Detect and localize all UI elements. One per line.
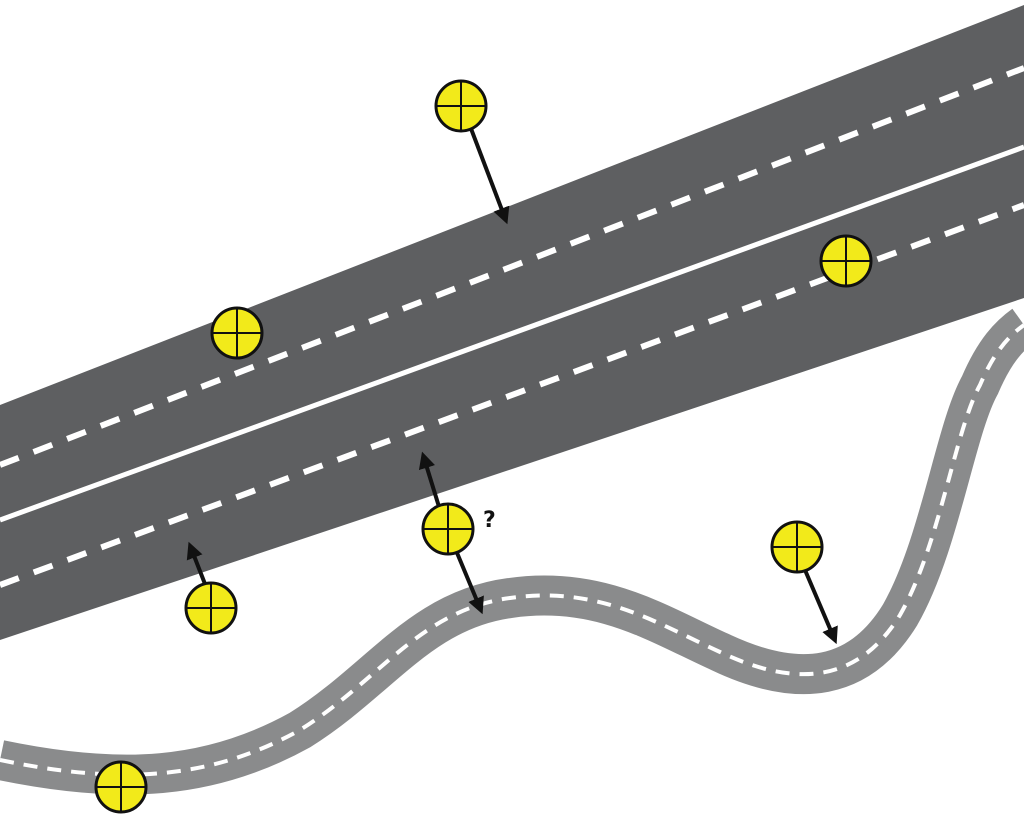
crosshair-circle-icon xyxy=(210,306,264,360)
arrow-icon xyxy=(186,541,207,585)
crosshair-circle-icon xyxy=(819,234,873,288)
crosshair-circle-icon xyxy=(94,760,148,814)
crosshair-circle-icon xyxy=(770,520,824,574)
winding-road xyxy=(0,308,1024,795)
gps-markers xyxy=(94,79,873,814)
uncertain-match-label: ? xyxy=(483,508,496,533)
snap-arrows xyxy=(186,125,838,645)
crosshair-circle-icon xyxy=(434,79,488,133)
arrow-icon xyxy=(453,547,484,615)
highway-lane-marking-upper xyxy=(0,65,1024,468)
arrow-icon xyxy=(418,451,442,511)
highway-surface xyxy=(0,5,1024,640)
arrow-icon xyxy=(468,125,510,225)
arrow-icon xyxy=(803,569,838,645)
crosshair-circle-icon xyxy=(421,502,475,556)
winding-road-center-marking xyxy=(0,323,1024,777)
crosshair-circle-icon xyxy=(184,581,238,635)
divided-highway xyxy=(0,5,1024,640)
highway-median-line xyxy=(0,144,1024,523)
